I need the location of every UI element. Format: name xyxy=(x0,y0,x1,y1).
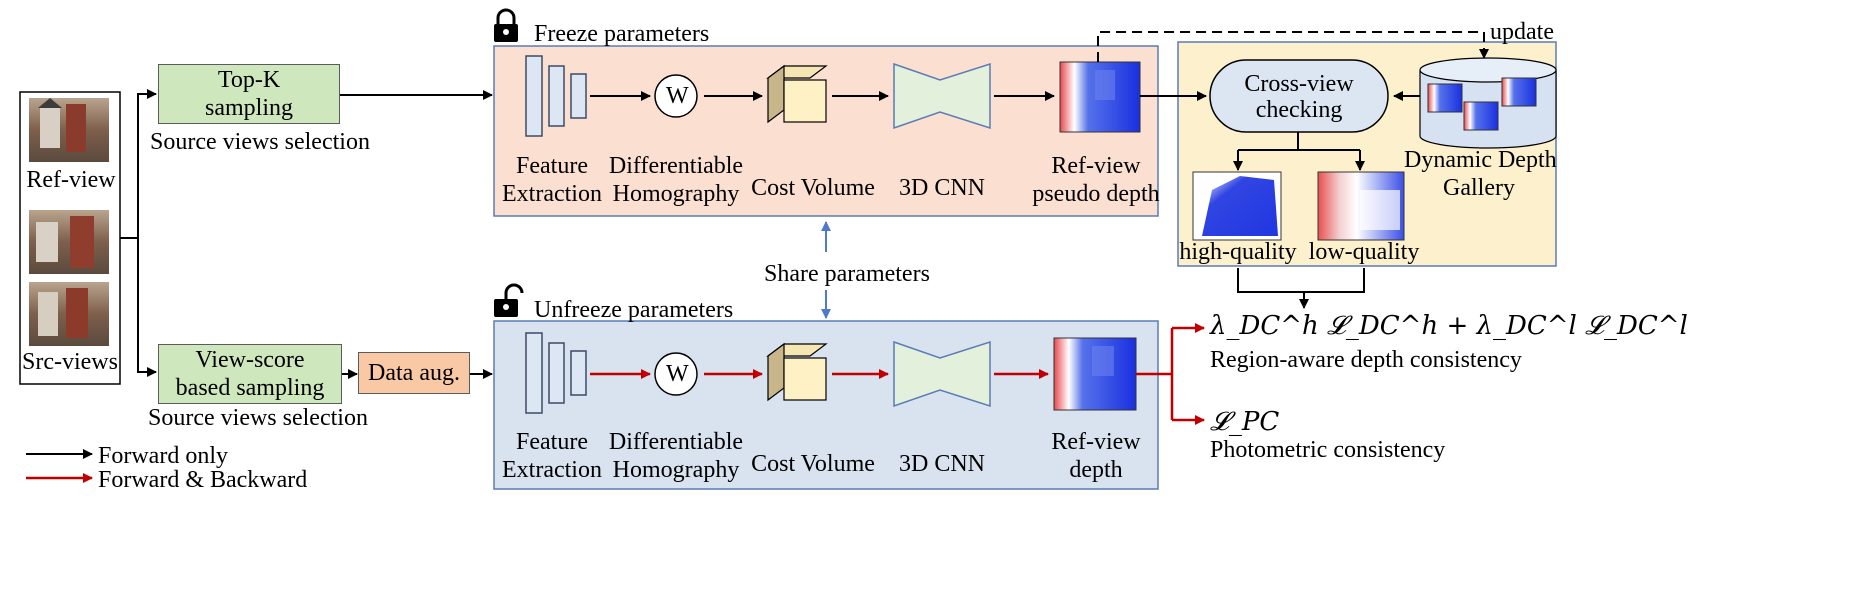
depth-label-1: Ref-view xyxy=(1051,429,1141,455)
lock-open-icon xyxy=(494,283,524,317)
view-score-sampling-box: View-score based sampling xyxy=(158,344,342,404)
topk-sampling-label: sampling xyxy=(205,95,293,121)
warp-node-bottom xyxy=(654,352,698,396)
depth-label-2: depth xyxy=(1069,457,1123,483)
quality-split-lines xyxy=(1237,132,1361,168)
homography-label-bottom-2: Homography xyxy=(612,457,740,483)
cross-view-label-1: Cross-view xyxy=(1244,71,1354,97)
share-parameters-label: Share parameters xyxy=(764,261,930,287)
warp-symbol-bottom: W xyxy=(666,361,689,387)
homography-label-top-2: Homography xyxy=(612,181,740,207)
warp-symbol-top: W xyxy=(666,83,689,109)
frozen-panel xyxy=(493,45,1159,217)
feature-label-bottom-1: Feature xyxy=(516,429,588,455)
source-selection-caption-top: Source views selection xyxy=(150,129,370,155)
warp-node-top xyxy=(654,74,698,118)
feature-label-top-1: Feature xyxy=(516,153,588,179)
photometric-loss-formula: 𝓛_PC xyxy=(1210,407,1280,437)
topk-label: Top-K xyxy=(217,67,281,93)
cnn-label-bottom: 3D CNN xyxy=(898,451,985,477)
src-views-label: Src-views xyxy=(22,349,118,375)
split-line-bottom xyxy=(137,238,157,377)
loss-merge-lines xyxy=(1237,268,1365,293)
source-selection-caption-bottom: Source views selection xyxy=(148,405,368,431)
gallery-label-2: Gallery xyxy=(1443,175,1515,201)
src-view-image-2 xyxy=(29,282,109,346)
cost-volume-label-top: Cost Volume xyxy=(751,175,875,201)
photometric-loss-caption: Photometric consistency xyxy=(1210,437,1446,463)
lock-closed-icon xyxy=(494,8,518,42)
cost-volume-cube-bottom xyxy=(766,342,828,402)
split-line xyxy=(120,89,157,239)
homography-label-bottom-1: Differentiable xyxy=(608,429,744,455)
homography-label-top-1: Differentiable xyxy=(608,153,744,179)
feature-extractor-bottom xyxy=(525,332,587,414)
cross-view-label-2: checking xyxy=(1255,97,1343,123)
based-sampling-label: based sampling xyxy=(175,375,325,401)
cost-volume-cube-top xyxy=(766,64,828,124)
legend-forward-label: Forward only xyxy=(98,443,228,469)
topk-sampling-box: Top-K sampling xyxy=(158,64,340,124)
feature-label-top-2: Extraction xyxy=(502,181,602,207)
ref-view-image xyxy=(29,98,109,162)
cnn-hourglass-bottom xyxy=(893,340,991,408)
feature-label-bottom-2: Extraction xyxy=(502,457,602,483)
trainable-panel xyxy=(493,320,1159,490)
data-aug-box: Data aug. xyxy=(358,352,470,394)
pseudo-depth-map xyxy=(1059,61,1141,133)
ref-view-label: Ref-view xyxy=(26,167,116,193)
loss-output-lines xyxy=(1136,328,1174,420)
pseudo-depth-label-2: pseudo depth xyxy=(1032,181,1160,207)
pseudo-depth-label-1: Ref-view xyxy=(1051,153,1141,179)
gallery-label-1: Dynamic Depth xyxy=(1404,147,1557,173)
feature-extractor-top xyxy=(525,55,587,137)
legend-forward-backward-label: Forward & Backward xyxy=(98,467,308,493)
high-quality-label: high-quality xyxy=(1179,239,1297,265)
view-score-label: View-score xyxy=(195,347,305,373)
cost-volume-label-bottom: Cost Volume xyxy=(751,451,875,477)
update-label: update xyxy=(1490,19,1554,45)
unfreeze-title: Unfreeze parameters xyxy=(534,297,734,323)
low-quality-depth xyxy=(1317,171,1405,241)
cnn-label-top: 3D CNN xyxy=(898,175,985,201)
depth-gallery-cylinder xyxy=(1419,57,1557,149)
low-quality-label: low-quality xyxy=(1308,239,1420,265)
predicted-depth-map xyxy=(1053,337,1137,411)
src-view-image-1 xyxy=(29,210,109,274)
cnn-hourglass-top xyxy=(893,62,991,130)
region-loss-caption: Region-aware depth consistency xyxy=(1210,347,1522,373)
region-loss-formula: λ_DC^h 𝓛_DC^h + λ_DC^l 𝓛_DC^l xyxy=(1210,311,1688,341)
high-quality-depth xyxy=(1192,171,1282,241)
freeze-title: Freeze parameters xyxy=(534,21,710,47)
